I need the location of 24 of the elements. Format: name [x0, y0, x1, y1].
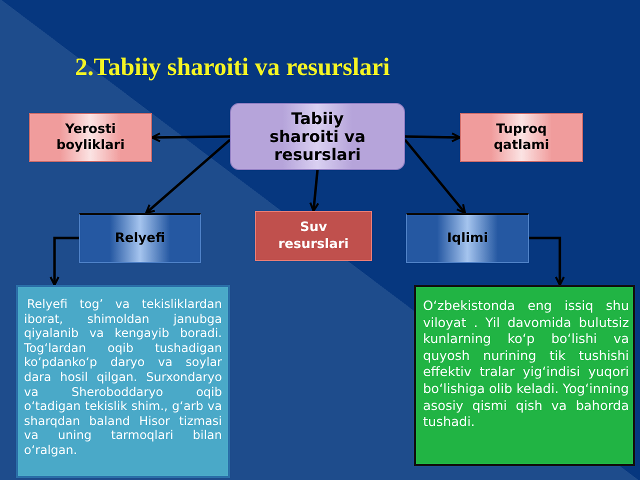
category-box: [79, 213, 201, 263]
slide-title: 2.Tabiiy sharoiti va resurslari: [75, 53, 390, 83]
description-box: [16, 285, 230, 478]
arrow: [50, 236, 79, 286]
node-label: Tuproq qatlami: [492, 122, 550, 154]
arrow: [529, 236, 565, 286]
description-text: Relyefi tog’ va tekisliklardan iborat, shimoldan janubga qiyalanib va kengayib boradi. Tog‘lardan oqib tushadigan ko‘pdanko‘p daryo va soylar dara hosil qilgan. Surxondaryo va Sheroboddaryo oqib o‘tadigan tekislik shim., g‘arb va sharqdan baland Hisor tizmasi va uning tarmoqlari bilan o‘ralgan.: [24, 297, 222, 458]
category-box: [255, 211, 372, 261]
arrow: [151, 132, 230, 142]
description-text: O‘zbekistonda eng issiq shu viloyat . Yil davomida bulutsiz kunlarning ko‘p bo‘lishi va quyosh nurining tik tushishi effektiv tralar yig‘indisi yuqori bo‘lishiga olib keladi. Yog‘inning asosiy qismi qish va bahorda tushadi.: [423, 299, 629, 432]
topic-box: [230, 103, 405, 170]
category-box: [29, 113, 152, 162]
node-label: Relyefi: [114, 230, 166, 246]
arrow: [404, 139, 466, 214]
description-box: [414, 285, 635, 466]
node-label: Yerosti boyliklari: [55, 122, 126, 154]
arrow: [145, 138, 231, 214]
arrow: [404, 132, 461, 142]
arrow: [309, 170, 320, 212]
category-box: [406, 213, 529, 263]
category-box: [460, 113, 583, 162]
node-label: Suv resurslari: [277, 219, 350, 253]
node-label: Tabiiy sharoiti va resurslari: [268, 110, 366, 164]
node-label: Iqlimi: [446, 230, 490, 246]
